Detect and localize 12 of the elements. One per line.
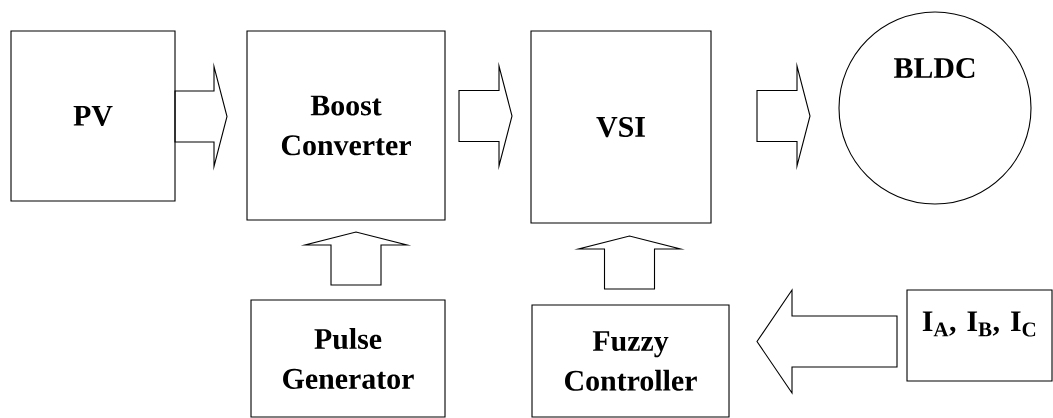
block-box: I$_{A}$, I$_{B}$, I$_{C}$: [906, 289, 1053, 382]
block-arrow: [756, 288, 898, 395]
block-arrow: [756, 61, 811, 171]
block-arrow: [574, 235, 685, 290]
block-box: PV: [10, 30, 176, 202]
block-arrow: [174, 62, 228, 171]
block-arrow: [458, 61, 513, 171]
block-arrow: [300, 231, 412, 286]
block-box: Boost Converter: [246, 30, 446, 221]
block-box: Pulse Generator: [250, 299, 446, 418]
block-box: Fuzzy Controller: [531, 304, 730, 418]
block-box: VSI: [530, 30, 712, 224]
